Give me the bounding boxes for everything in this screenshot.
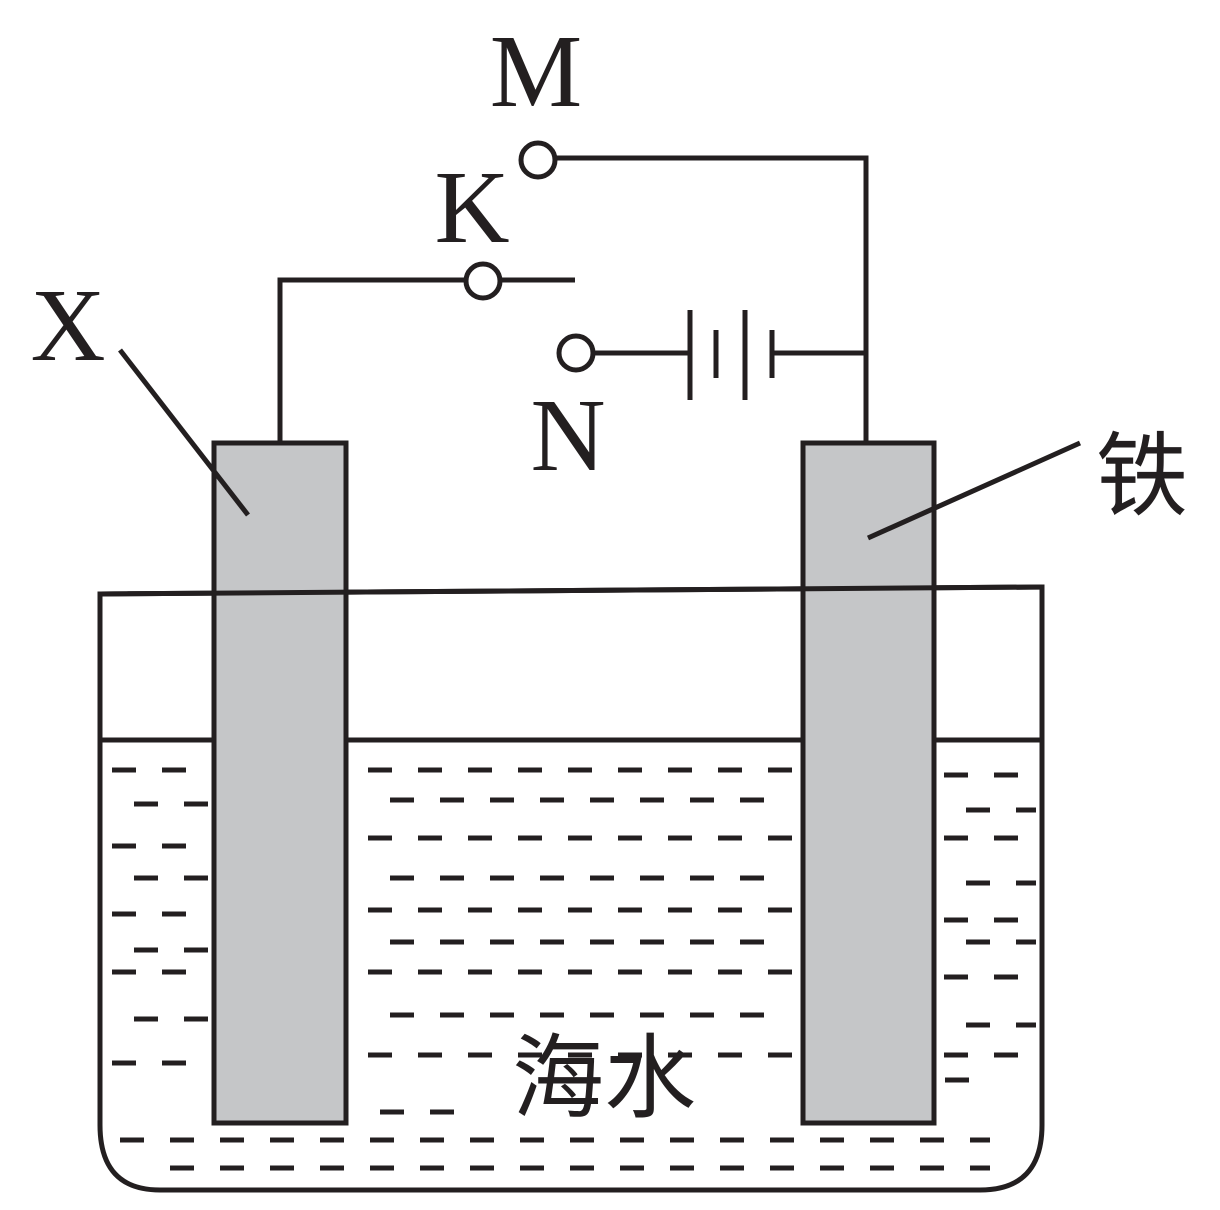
leader-x: [118, 348, 250, 517]
terminal-k: [463, 261, 503, 301]
beaker-rim: [99, 584, 1043, 597]
terminal-n: [556, 333, 596, 373]
label-k: K: [434, 150, 509, 265]
label-iron: 铁: [1096, 423, 1188, 530]
label-x: X: [30, 268, 105, 383]
label-m: M: [490, 14, 582, 129]
beaker: [97, 584, 1045, 1193]
electrode-iron: [800, 440, 937, 1126]
seawater-dashes: [112, 767, 1036, 1171]
circuit-wires: [277, 155, 869, 443]
label-n: N: [530, 378, 605, 493]
leader-iron: [866, 440, 1082, 541]
electrode-x: [211, 440, 349, 1126]
terminal-m: [518, 140, 558, 180]
battery: [687, 310, 775, 400]
label-seawater: 海水: [512, 1025, 696, 1132]
